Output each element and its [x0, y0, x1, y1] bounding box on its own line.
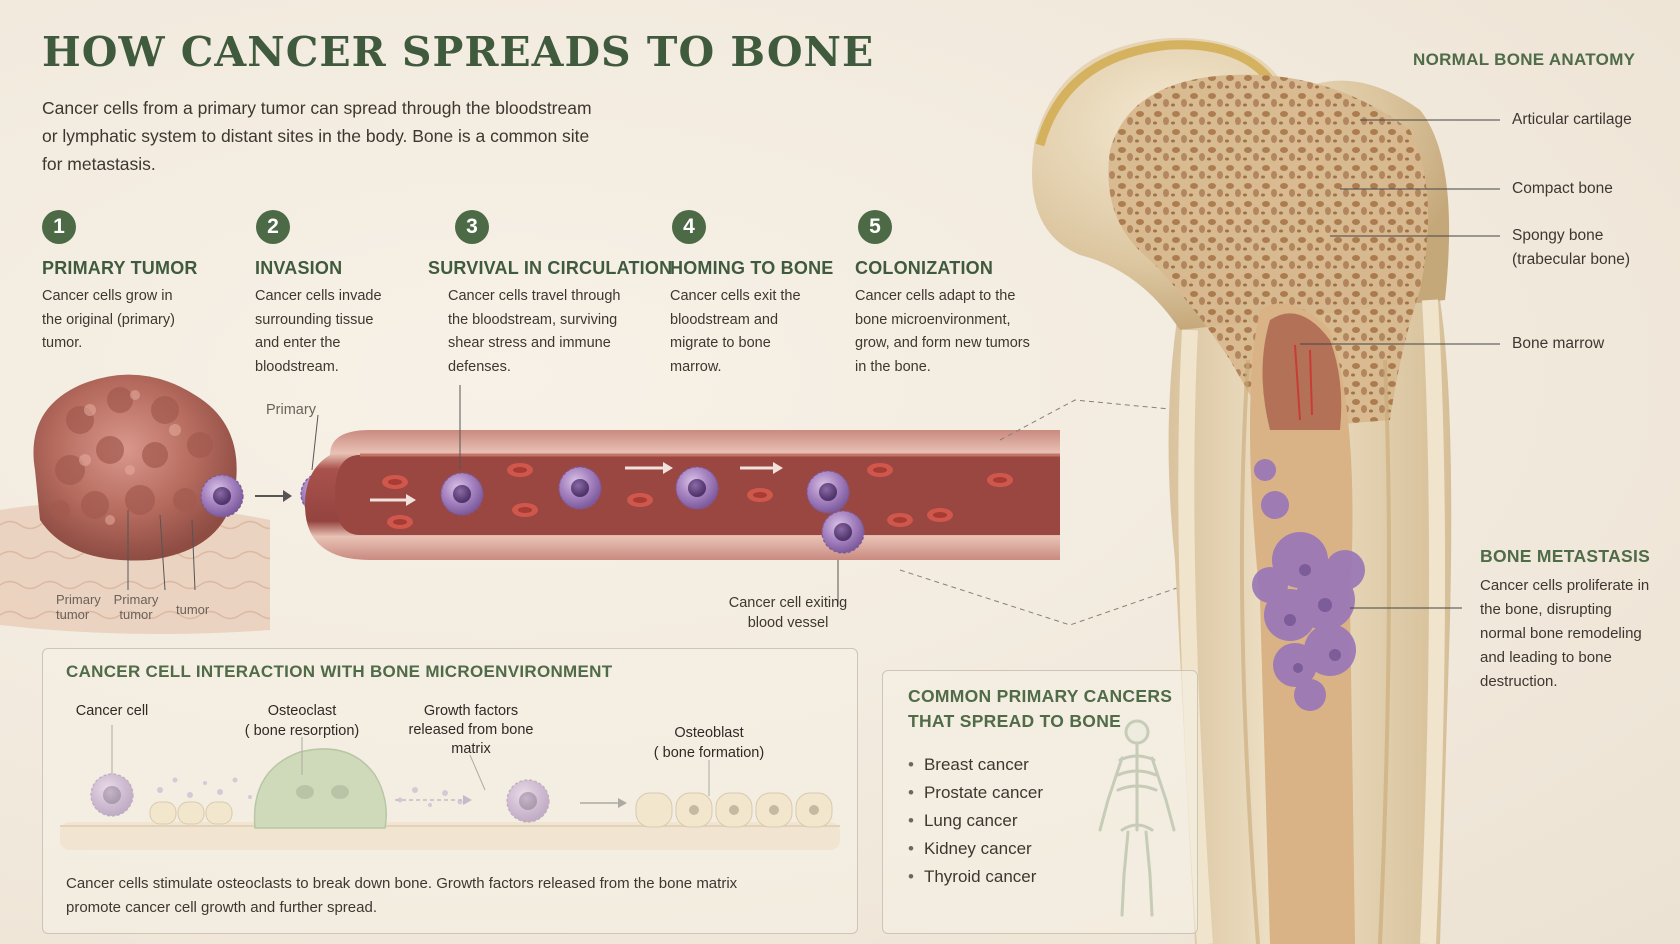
- metastasis-heading: BONE METASTASIS: [1480, 546, 1651, 566]
- list-item: Prostate cancer: [908, 779, 1043, 807]
- extravasating-cancer-cell: [821, 510, 865, 554]
- primary-tumor-label-mid: Primary tumor: [113, 592, 159, 622]
- step-2-text: Cancer cells invade surrounding tissue a…: [255, 288, 382, 375]
- primary-tumor-label-left: Primary tumor: [56, 592, 101, 622]
- page-title: HOW CANCER SPREADS TO BONE: [42, 28, 875, 76]
- list-item: Lung cancer: [908, 807, 1043, 835]
- common-cancers-heading-1: COMMON PRIMARY CANCERS: [908, 686, 1173, 706]
- micro-cancer-cell-label: Cancer cell: [75, 703, 149, 719]
- anatomy-heading: NORMAL BONE ANATOMY: [1413, 50, 1636, 69]
- step-5-number: 5: [858, 210, 892, 244]
- microenvironment-heading: CANCER CELL INTERACTION WITH BONE MICROE…: [66, 662, 613, 681]
- label-bone-marrow: Bone marrow: [1512, 335, 1605, 352]
- list-item: Breast cancer: [908, 751, 1043, 779]
- primary-tumor: [33, 374, 237, 561]
- step-2-title: INVASION: [255, 258, 343, 278]
- femur-illustration: [1032, 37, 1452, 944]
- step-3-number: 3: [455, 210, 489, 244]
- blood-vessel: [305, 430, 1060, 560]
- label-articular-cartilage: Articular cartilage: [1512, 111, 1632, 128]
- label-compact-bone: Compact bone: [1512, 180, 1613, 197]
- intro-paragraph: Cancer cells from a primary tumor can sp…: [42, 98, 592, 174]
- micro-osteoblast-sub: ( bone formation): [653, 745, 765, 761]
- step-2-number: 2: [256, 210, 290, 244]
- step-5-text: Cancer cells adapt to the bone microenvi…: [855, 288, 1030, 375]
- primary-tumor-label-right: tumor: [176, 602, 210, 617]
- step-4-title: HOMING TO BONE: [670, 258, 834, 278]
- metastasis-text: Cancer cells proliferate in the bone, di…: [1480, 577, 1650, 690]
- list-item: Kidney cancer: [908, 835, 1043, 863]
- micro-growth-factors-label: Growth factors released from bone matrix: [408, 703, 534, 757]
- micro-osteoblast-label: Osteoblast: [674, 725, 744, 741]
- common-cancers-heading-2: THAT SPREAD TO BONE: [908, 711, 1122, 731]
- step-1-text: Cancer cells grow in the original (prima…: [42, 288, 175, 351]
- common-cancers-list: Breast cancer Prostate cancer Lung cance…: [908, 751, 1043, 891]
- list-item: Thyroid cancer: [908, 863, 1043, 891]
- step-5-title: COLONIZATION: [855, 258, 994, 278]
- step-3-text: Cancer cells travel through the bloodstr…: [448, 288, 621, 375]
- step-1-number: 1: [42, 210, 76, 244]
- microenvironment-caption: Cancer cells stimulate osteoclasts to br…: [66, 875, 738, 916]
- micro-osteoclast-sub: ( bone resorption): [244, 723, 360, 739]
- primary-small-label: Primary: [266, 402, 316, 418]
- step-4-text: Cancer cells exit the bloodstream and mi…: [670, 288, 801, 375]
- microenvironment-panel: [42, 648, 858, 934]
- step-4-number: 4: [672, 210, 706, 244]
- vessel-exit-label: Cancer cell exiting blood vessel: [728, 595, 848, 631]
- step-3-title: SURVIVAL IN CIRCULATION: [428, 258, 673, 278]
- invading-cancer-cell: [200, 474, 244, 518]
- step-1-title: PRIMARY TUMOR: [42, 258, 198, 278]
- label-spongy-bone: Spongy bone (trabecular bone): [1512, 227, 1631, 268]
- micro-osteoclast-label: Osteoclast: [267, 703, 337, 719]
